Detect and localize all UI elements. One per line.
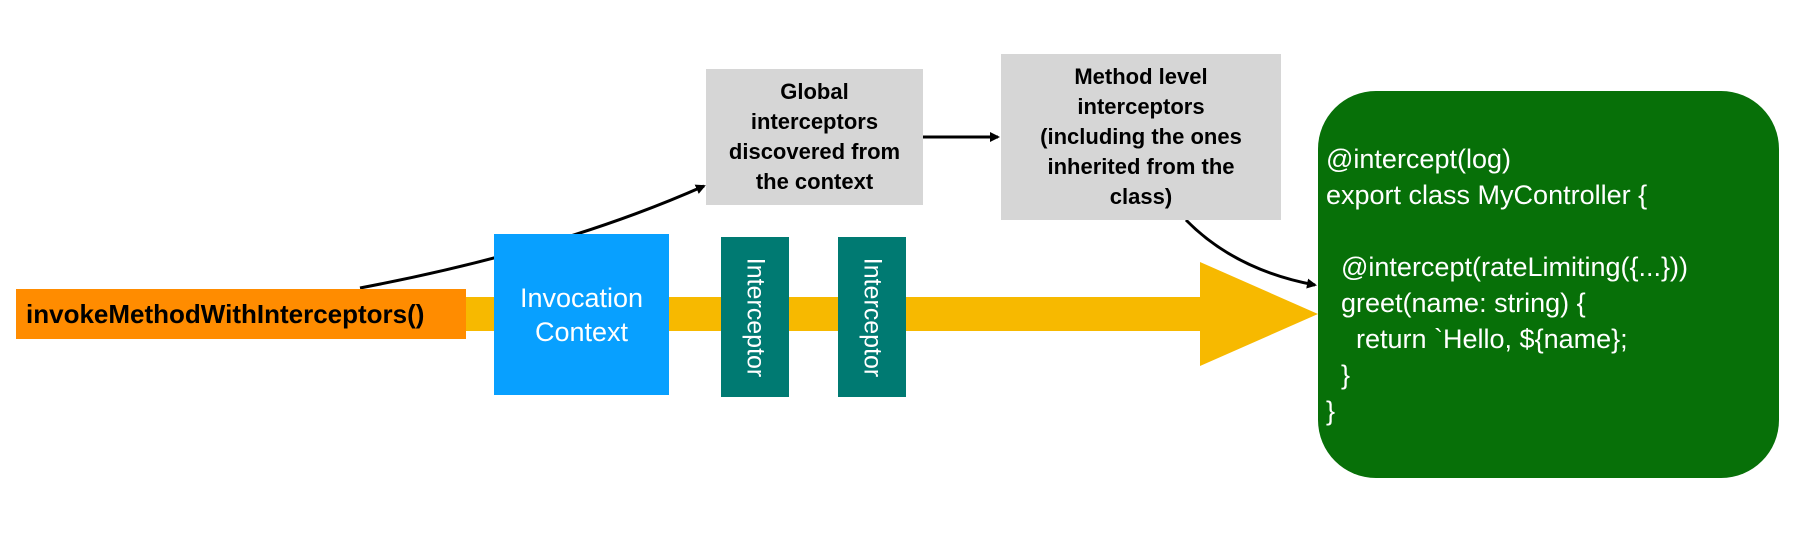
connector-method-to-code: [1184, 218, 1317, 289]
interceptor-box-2: Interceptor: [838, 237, 906, 397]
interceptor-box-1: Interceptor: [721, 237, 789, 397]
global-interceptors-box: Global interceptors discovered from the …: [706, 69, 923, 205]
controller-code: @intercept(log) export class MyControlle…: [1326, 144, 1689, 426]
interceptor-label-2: Interceptor: [858, 257, 887, 377]
invoke-method-box: invokeMethodWithInterceptors(): [16, 289, 466, 339]
method-level-interceptors-box: Method level interceptors (including the…: [1001, 54, 1281, 220]
interceptor-label-1: Interceptor: [741, 257, 770, 377]
flow-arrow-head: [1200, 262, 1318, 366]
controller-code-panel: @intercept(log) export class MyControlle…: [1318, 91, 1779, 478]
invocation-context-box: Invocation Context: [494, 234, 669, 395]
